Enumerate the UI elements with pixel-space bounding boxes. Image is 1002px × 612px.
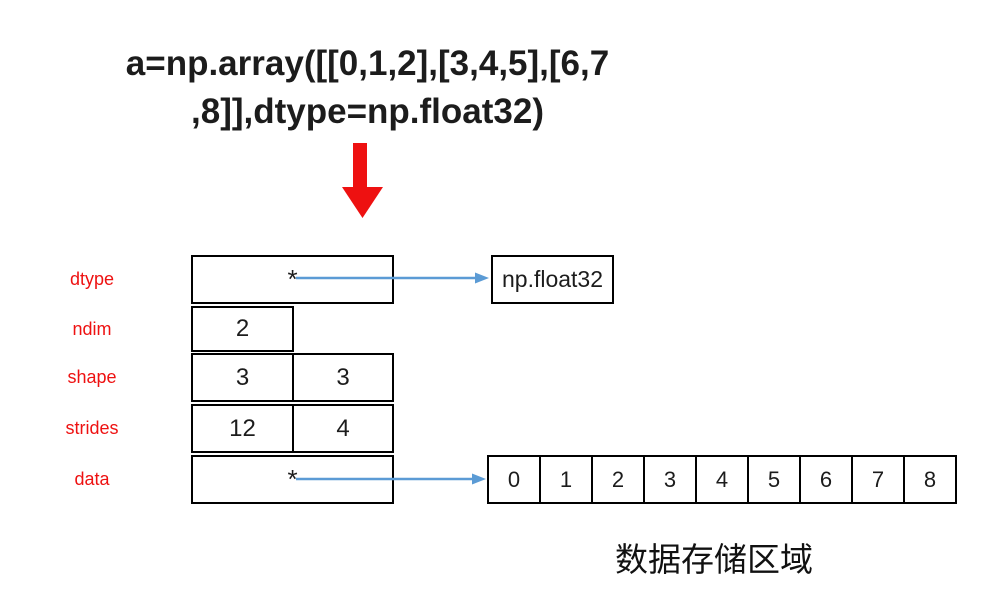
strides-value-cell-0: 12: [191, 404, 294, 453]
shape-value-cell-0: 3: [191, 353, 294, 402]
memory-cell-1: 1: [539, 455, 593, 504]
dtype-pointer-cell: *: [191, 255, 394, 304]
memory-cell-5: 5: [747, 455, 801, 504]
shape-value-cell-1: 3: [292, 353, 394, 402]
label-strides: strides: [65, 418, 119, 438]
data-pointer-arrow-icon: [296, 473, 486, 485]
memory-cell-3: 3: [643, 455, 697, 504]
label-data: data: [74, 469, 110, 489]
memory-cell-0: 0: [487, 455, 541, 504]
array-creation-code: a=np.array([[0,1,2],[3,4,5],[6,7 ,8]],dt…: [85, 40, 650, 136]
memory-cell-2: 2: [591, 455, 645, 504]
memory-cell-4: 4: [695, 455, 749, 504]
code-line-2: ,8]],dtype=np.float32): [191, 92, 544, 131]
memory-caption: 数据存储区域: [615, 541, 813, 578]
label-ndim: ndim: [72, 318, 112, 339]
memory-cell-8: 8: [903, 455, 957, 504]
memory-cell-7: 7: [851, 455, 905, 504]
memory-cell-6: 6: [799, 455, 853, 504]
ndim-value-cell: 2: [191, 306, 294, 352]
red-down-arrow-icon: [342, 143, 383, 218]
label-shape: shape: [67, 367, 117, 387]
dtype-target-box: np.float32: [491, 255, 614, 304]
memory-buffer: 0 1 2 3 4 5 6 7 8: [487, 455, 957, 504]
strides-value-cell-1: 4: [292, 404, 394, 453]
code-line-1: a=np.array([[0,1,2],[3,4,5],[6,7: [125, 44, 610, 83]
dtype-pointer-arrow-icon: [296, 272, 489, 284]
label-dtype: dtype: [69, 269, 115, 289]
